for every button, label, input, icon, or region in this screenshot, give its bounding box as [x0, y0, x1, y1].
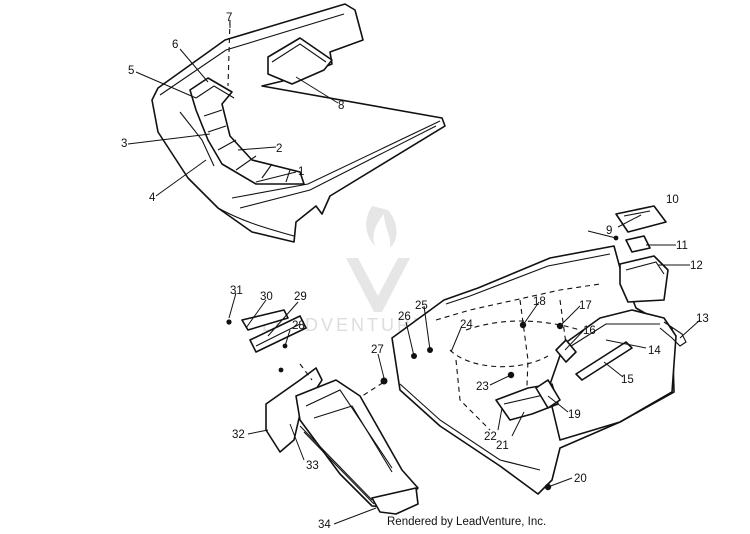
callout-26: 26	[398, 311, 411, 323]
callout-16: 16	[583, 325, 596, 337]
callout-27: 27	[371, 344, 384, 356]
callout-10: 10	[666, 194, 679, 206]
callout-32: 32	[232, 429, 245, 441]
callout-8: 8	[338, 100, 344, 112]
callout-13: 13	[696, 313, 709, 325]
callout-4: 4	[149, 192, 156, 204]
callout-33: 33	[306, 460, 319, 472]
callout-11: 11	[676, 240, 688, 252]
callout-labels: 1 2 3 4 5 6 7 8 9 10 11 12 13 14 15 16 1…	[121, 12, 709, 531]
callout-2: 2	[276, 143, 282, 155]
callout-9: 9	[606, 225, 612, 237]
callout-28: 28	[292, 320, 305, 332]
callout-30: 30	[260, 291, 273, 303]
callout-25: 25	[415, 300, 428, 312]
upper-hood	[151, 3, 446, 243]
callout-3: 3	[121, 138, 127, 150]
callout-7: 7	[226, 12, 232, 24]
callout-14: 14	[648, 345, 661, 357]
callout-15: 15	[621, 374, 634, 386]
headlight-assembly	[226, 309, 419, 515]
callout-12: 12	[690, 260, 703, 272]
callout-23: 23	[476, 381, 489, 393]
callout-6: 6	[172, 39, 178, 51]
callout-18: 18	[533, 296, 546, 308]
callout-1: 1	[298, 166, 304, 178]
callout-34: 34	[318, 519, 331, 531]
callout-5: 5	[128, 65, 134, 77]
callout-20: 20	[574, 473, 587, 485]
callout-19: 19	[568, 409, 581, 421]
callout-29: 29	[294, 291, 307, 303]
callout-22: 22	[484, 431, 497, 443]
footer-credit: Rendered by LeadVenture, Inc.	[387, 516, 547, 528]
callout-21: 21	[496, 440, 509, 452]
callout-17: 17	[579, 300, 592, 312]
leader-lines	[127, 20, 701, 525]
console-box	[613, 205, 669, 303]
lower-hood	[355, 245, 687, 495]
callout-24: 24	[460, 319, 473, 331]
callout-31: 31	[230, 285, 243, 297]
